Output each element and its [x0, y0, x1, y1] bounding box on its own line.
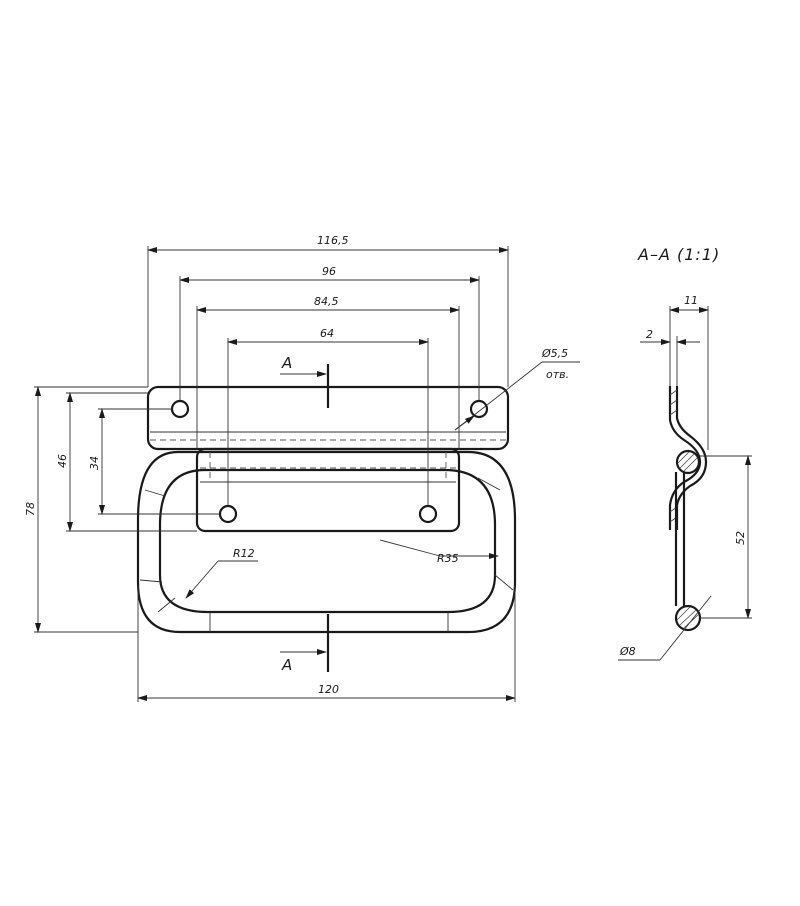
hole-top-left	[170, 399, 190, 419]
svg-text:Ø8: Ø8	[619, 645, 636, 658]
dim-section-depth: 11	[669, 294, 709, 450]
svg-text:34: 34	[88, 456, 101, 470]
svg-text:R12: R12	[233, 547, 255, 560]
dim-hole-span-inner: 64	[227, 327, 429, 506]
svg-text:96: 96	[322, 265, 336, 278]
svg-text:84,5: 84,5	[314, 295, 339, 308]
dim-hole-diameter: Ø5,5 отв.	[454, 347, 580, 431]
svg-text:R35: R35	[437, 552, 459, 565]
svg-text:120: 120	[318, 683, 339, 696]
dim-inner-hole-height: 34	[88, 408, 220, 515]
dim-hole-span-outer: 96	[179, 265, 480, 400]
inner-plate	[195, 447, 461, 533]
svg-text:52: 52	[734, 531, 747, 545]
svg-text:116,5: 116,5	[317, 234, 349, 247]
handle-shading	[139, 477, 514, 632]
front-view: A A 116,5 96 84,5 64	[24, 234, 580, 702]
dim-rod-spacing: 52	[700, 455, 752, 619]
dim-handle-width: 120	[137, 585, 516, 702]
dim-inner-width: 84,5	[196, 295, 460, 449]
section-mark-top: A	[281, 354, 292, 372]
dim-overall-plate-width: 116,5	[147, 234, 509, 387]
upper-rod	[675, 449, 701, 475]
svg-text:2: 2	[646, 328, 653, 341]
svg-text:64: 64	[320, 327, 334, 340]
section-view: A–A (1:1)	[618, 245, 752, 661]
svg-text:46: 46	[56, 454, 69, 468]
section-title: A–A (1:1)	[637, 245, 720, 264]
svg-text:отв.: отв.	[546, 368, 569, 381]
dim-section-thickness: 2	[640, 328, 700, 386]
dim-outer-hole-height: 46	[56, 392, 197, 532]
handle-inner-outline	[158, 468, 497, 614]
dim-rod-diameter: Ø8	[618, 595, 712, 661]
hole-top-right	[469, 399, 489, 419]
hole-bottom-left	[218, 504, 238, 524]
section-mark-bottom: A	[281, 656, 292, 674]
dim-radius-small: R12	[185, 547, 258, 599]
svg-text:11: 11	[684, 294, 698, 307]
svg-text:Ø5,5: Ø5,5	[541, 347, 568, 360]
dim-overall-height: 78	[24, 386, 148, 633]
svg-text:78: 78	[24, 502, 37, 516]
handle-outer-outline	[136, 450, 517, 634]
dim-radius-large: R35	[379, 539, 499, 565]
hole-bottom-right	[418, 504, 438, 524]
